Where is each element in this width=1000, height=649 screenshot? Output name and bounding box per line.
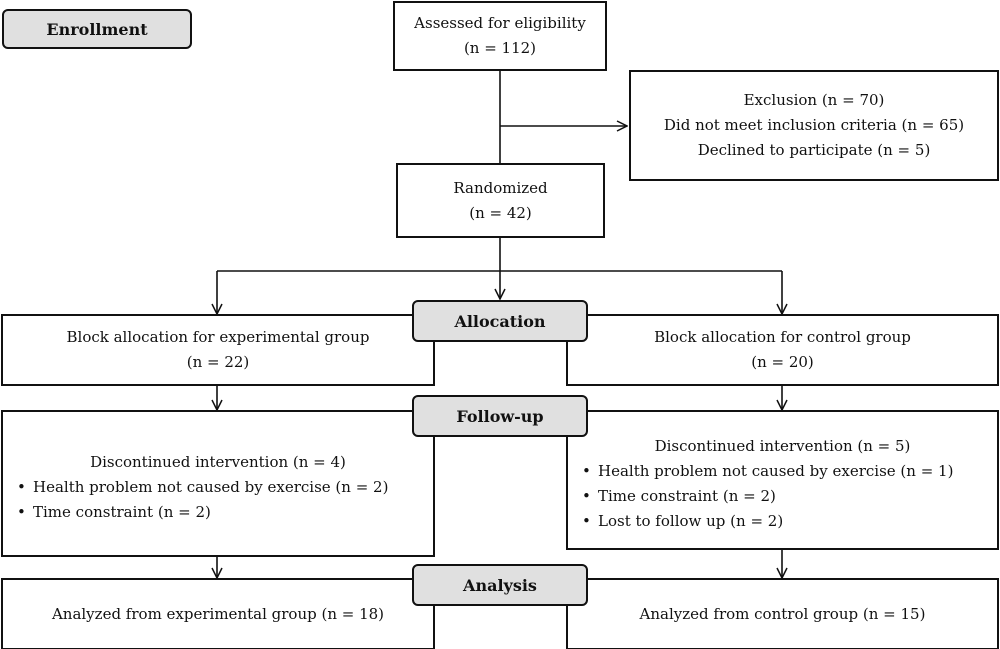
enrollment-label: Enrollment (2, 9, 192, 49)
randomized-title: Randomized (453, 178, 548, 197)
alloc-exp-count: (n = 22) (186, 353, 250, 371)
analysis-ctrl-box: Analyzed from control group (n = 15) (566, 578, 999, 649)
allocation-label: Allocation (412, 300, 588, 342)
analysis-exp-text: Analyzed from experimental group (n = 18… (51, 604, 385, 623)
follow-ctrl-title: Discontinued intervention (n = 5) (654, 437, 911, 455)
follow-ctrl-item-lost: Lost to follow up (n = 2) (579, 509, 997, 534)
alloc-ctrl-count: (n = 20) (751, 353, 814, 371)
exclusion-title: Exclusion (n = 70) (743, 91, 885, 109)
exclusion-reason-declined: Declined to participate (n = 5) (697, 141, 931, 159)
alloc-exp-box: Block allocation for experimental group … (1, 314, 435, 386)
follow-ctrl-item-time: Time constraint (n = 2) (579, 484, 997, 509)
assessed-box: Assessed for eligibility (n = 112) (393, 1, 607, 71)
analysis-label: Analysis (412, 564, 588, 606)
randomized-count: (n = 42) (469, 203, 532, 222)
follow-ctrl-box: Discontinued intervention (n = 5) Health… (566, 410, 999, 550)
randomized-box: Randomized (n = 42) (396, 163, 605, 238)
follow-ctrl-item-health: Health problem not caused by exercise (n… (579, 459, 997, 484)
analysis-ctrl-text: Analyzed from control group (n = 15) (639, 604, 926, 623)
followup-label: Follow-up (412, 395, 588, 437)
follow-exp-item-health: Health problem not caused by exercise (n… (14, 475, 433, 500)
exclusion-reason-criteria: Did not meet inclusion criteria (n = 65) (663, 116, 965, 134)
analysis-exp-box: Analyzed from experimental group (n = 18… (1, 578, 435, 649)
follow-exp-title: Discontinued intervention (n = 4) (90, 453, 346, 471)
alloc-exp-title: Block allocation for experimental group (66, 328, 370, 346)
alloc-ctrl-title: Block allocation for control group (654, 328, 911, 346)
follow-exp-box: Discontinued intervention (n = 4) Health… (1, 410, 435, 557)
exclusion-box: Exclusion (n = 70) Did not meet inclusio… (629, 70, 999, 181)
follow-exp-item-time: Time constraint (n = 2) (14, 500, 433, 525)
alloc-ctrl-box: Block allocation for control group (n = … (566, 314, 999, 386)
assessed-title: Assessed for eligibility (414, 14, 586, 32)
assessed-count: (n = 112) (463, 39, 537, 57)
